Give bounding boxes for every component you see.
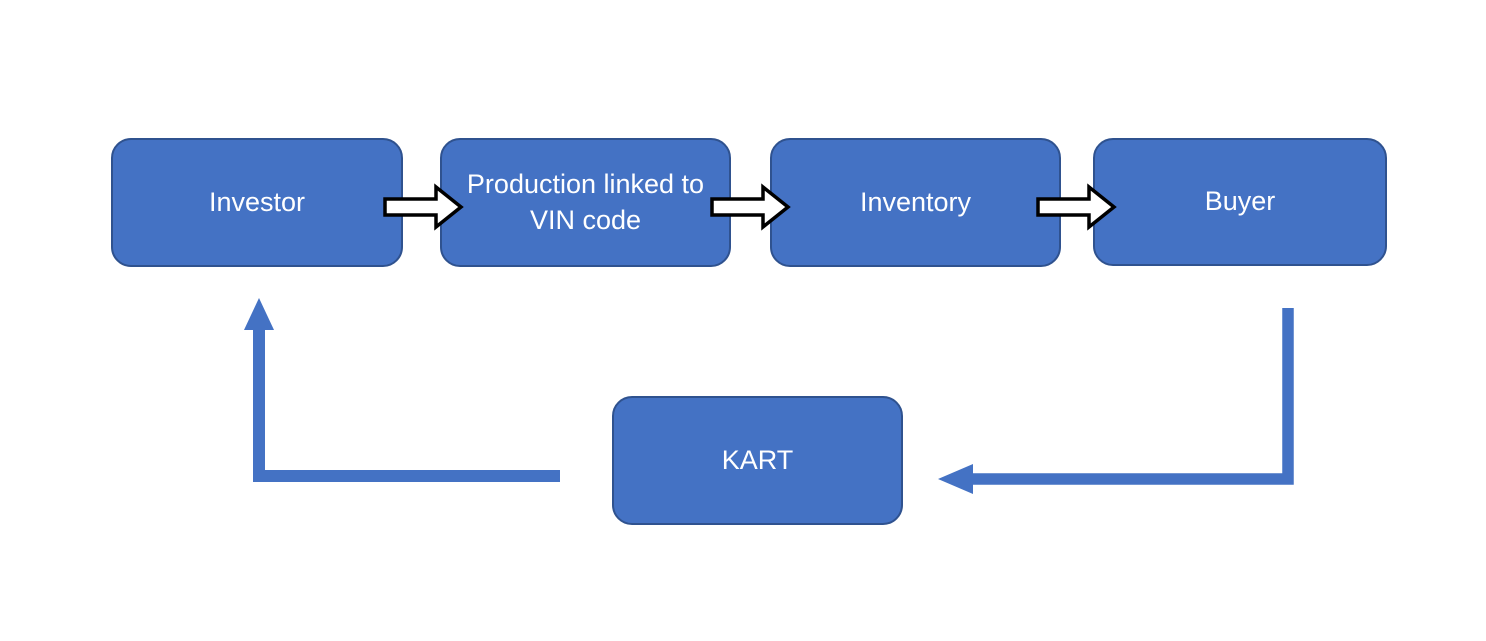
elbow-arrow-buyer-to-kart-head-icon: [938, 464, 973, 494]
box-production-linked-to-vin-code: Production linked to VIN code: [440, 138, 731, 267]
box-kart: KART: [612, 396, 903, 525]
box-inventory-label: Inventory: [859, 186, 972, 217]
box-buyer-label: Buyer: [1204, 186, 1276, 217]
elbow-arrow-buyer-to-kart-line: [972, 308, 1294, 485]
elbow-arrow-kart-to-investor-line: [253, 327, 560, 482]
box-inventory: Inventory: [770, 138, 1061, 267]
box-production-label: Production linked to VIN code: [466, 168, 705, 235]
box-investor: Investor: [111, 138, 403, 267]
box-buyer: Buyer: [1093, 138, 1387, 266]
box-investor-label: Investor: [208, 186, 306, 217]
box-kart-label: KART: [721, 444, 794, 475]
elbow-arrow-kart-to-investor-head-icon: [244, 298, 274, 330]
